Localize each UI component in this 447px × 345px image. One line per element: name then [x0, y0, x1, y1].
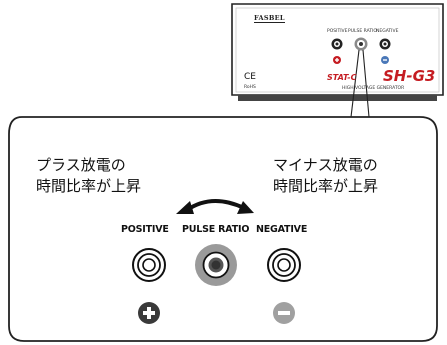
jack-positive [132, 248, 166, 282]
annotation-right-line2: 時間比率が上昇 [273, 177, 379, 195]
label-negative: NEGATIVE [256, 224, 308, 235]
annotation-left-line2: 時間比率が上昇 [36, 177, 142, 195]
minus-icon [273, 302, 295, 324]
device-model-prefix: STAT-C [327, 73, 357, 82]
device-panel [231, 3, 444, 118]
annotation-right-line1: マイナス放電の [273, 156, 378, 174]
device-jack-label-positive: POSITIVE [327, 29, 348, 34]
device-rohs-mark: RoHS [244, 85, 256, 90]
device-jack-label-negative: NEGATIVE [376, 29, 399, 34]
device-jack-negative [379, 38, 391, 50]
pointer-line-right [362, 49, 370, 118]
device-body [231, 3, 444, 96]
pointer-line-left [350, 49, 360, 118]
double-arrow [176, 199, 254, 214]
device-base [238, 95, 437, 101]
device-face [235, 7, 440, 93]
device-model-subtitle: HIGH VOLTAGE GENERATOR [342, 86, 405, 91]
annotation-left-line1: プラス放電の [36, 156, 126, 174]
device-jack-pulse-ratio [354, 37, 368, 51]
callout-frame [8, 116, 438, 342]
device-jack-positive [331, 38, 343, 50]
jack-negative [267, 248, 301, 282]
device-model-name: SH-G3 [383, 67, 436, 85]
device-jack-label-pulse-ratio: PULSE RATIO [348, 29, 377, 34]
label-positive: POSITIVE [121, 224, 169, 235]
device-ce-mark: CE [244, 72, 256, 82]
plus-icon [138, 302, 160, 324]
jack-pulse-ratio [195, 244, 237, 286]
label-pulse-ratio: PULSE RATIO [182, 224, 250, 235]
device-brand-logo: FASBEL [254, 14, 285, 23]
